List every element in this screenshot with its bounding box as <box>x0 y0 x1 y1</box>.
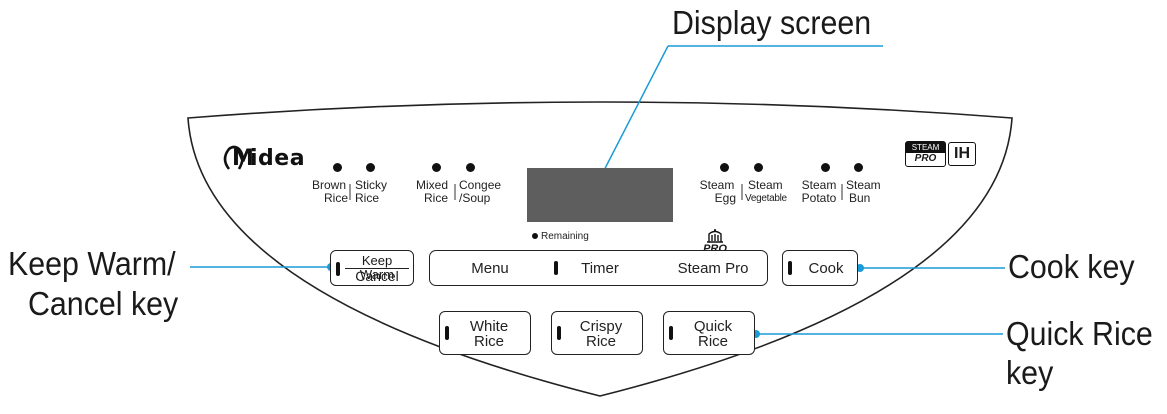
program-label-line: Steam <box>748 178 783 192</box>
program-label-mixed-rice: Mixed Rice <box>410 179 454 205</box>
program-label-line: Steam <box>699 178 735 192</box>
keep-warm-divider <box>345 268 409 269</box>
panel-outline <box>187 101 1013 397</box>
quick-rice-led <box>669 326 673 340</box>
remaining-dot <box>532 233 538 240</box>
ih-badge: IH <box>948 142 976 166</box>
program-indicator-dot <box>854 163 863 172</box>
program-label-line: Steam <box>801 178 837 192</box>
program-label-line: Steam <box>846 178 881 192</box>
midea-logo-text: idea <box>250 146 306 171</box>
remaining-indicator: Remaining <box>532 231 589 242</box>
program-label-line: Congee <box>459 178 502 192</box>
program-indicator-dot <box>821 163 830 172</box>
steamer-icon <box>707 229 723 243</box>
steam-pro-badge: STEAM PRO <box>905 141 946 167</box>
program-label-brown-rice: Brown Rice <box>304 179 354 205</box>
program-label-line: Sticky <box>355 178 388 192</box>
white-rice-label-line1: White <box>469 318 509 335</box>
crispy-rice-label-line1: Crispy <box>579 318 623 335</box>
keep-warm-label: Keep Warm <box>359 253 395 282</box>
program-label-line: Egg <box>714 191 736 205</box>
menu-button[interactable]: Menu <box>471 260 509 277</box>
white-rice-button[interactable]: White Rice <box>439 311 531 355</box>
program-label-steam-vegetable: Steam Vegetable <box>745 179 793 205</box>
timer-button[interactable]: Timer <box>581 260 619 277</box>
program-label-congee-soup: Congee /Soup <box>459 179 509 205</box>
program-indicator-dot <box>333 163 342 172</box>
keep-warm-cancel-button[interactable]: Keep Warm Cancel <box>330 250 414 286</box>
program-label-line: Potato <box>801 191 837 205</box>
program-label-line: Bun <box>849 191 871 205</box>
crispy-rice-label-line2: Rice <box>585 333 616 350</box>
function-key-bar <box>429 250 768 286</box>
display-screen <box>527 168 673 222</box>
program-indicator-dot <box>432 163 441 172</box>
cook-label: Cook <box>808 260 844 277</box>
program-label-sticky-rice: Sticky Rice <box>355 179 399 205</box>
steam-pro-badge-bottom: PRO <box>914 153 937 164</box>
quick-rice-callout-line2: key <box>1006 354 1054 391</box>
program-label-line: Mixed <box>415 178 448 192</box>
keep-warm-callout-line2: Cancel key <box>28 285 179 322</box>
steam-pro-badge-top: STEAM <box>906 142 945 153</box>
white-rice-label-line2: Rice <box>473 333 504 350</box>
program-indicator-dot <box>754 163 763 172</box>
program-label-line: /Soup <box>459 191 491 205</box>
crispy-rice-led <box>557 326 561 340</box>
program-label-line: Rice <box>323 191 348 205</box>
cook-key-leader-dot <box>856 264 864 272</box>
midea-logo-initial: M <box>232 146 255 171</box>
white-rice-led <box>445 326 449 340</box>
cook-led <box>788 261 792 275</box>
keep-warm-led <box>336 262 340 276</box>
program-indicator-dot <box>720 163 729 172</box>
steam-pro-button[interactable]: Steam Pro <box>677 260 749 277</box>
program-label-steam-egg: Steam Egg <box>694 179 740 205</box>
crispy-rice-button[interactable]: Crispy Rice <box>551 311 643 355</box>
quick-rice-label-line1: Quick <box>693 318 733 335</box>
keep-warm-callout-line1: Keep Warm/ <box>8 245 176 282</box>
program-label-line: Rice <box>355 191 380 205</box>
cook-key-callout: Cook key <box>1008 248 1135 285</box>
cook-button[interactable]: Cook <box>782 250 858 286</box>
timer-led <box>554 261 558 275</box>
quick-rice-callout-line1: Quick Rice <box>1006 315 1153 352</box>
program-label-steam-bun: Steam Bun <box>846 179 890 205</box>
program-indicator-dot <box>366 163 375 172</box>
program-label-line: Rice <box>423 191 448 205</box>
program-label-line: Vegetable <box>745 193 787 204</box>
cancel-label: Cancel <box>355 268 399 284</box>
quick-rice-label-line2: Rice <box>697 333 728 350</box>
display-screen-leader-diagonal <box>597 45 669 183</box>
remaining-label: Remaining <box>541 231 589 242</box>
program-label-steam-potato: Steam Potato <box>797 179 841 205</box>
display-screen-label: Display screen <box>672 4 872 41</box>
quick-rice-button[interactable]: Quick Rice <box>663 311 755 355</box>
program-label-line: Brown <box>311 178 346 192</box>
midea-logo-mark-icon <box>223 145 244 170</box>
program-indicator-dot <box>466 163 475 172</box>
